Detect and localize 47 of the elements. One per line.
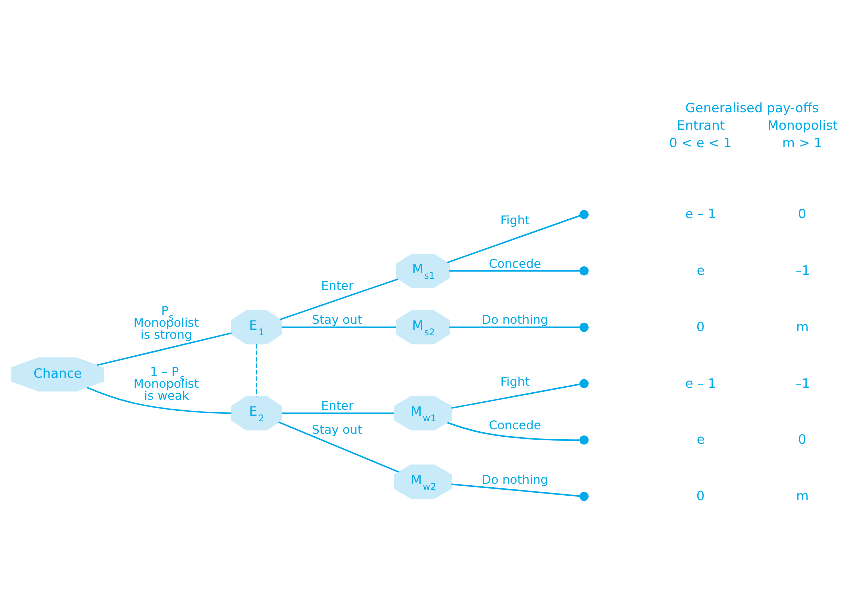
edge-label: Stay out — [312, 422, 362, 437]
label: Generalised pay-offs — [686, 100, 820, 116]
edge-label: Enter — [321, 398, 354, 413]
edge-label: P$_{s}$ Monopolist is strong — [134, 303, 200, 342]
edge-label: Fight — [500, 212, 530, 227]
node-circle — [580, 210, 589, 219]
edge-label: Enter — [321, 278, 354, 292]
node-circle — [580, 322, 589, 332]
label: 0 — [798, 432, 806, 448]
label: e – 1 — [686, 207, 716, 222]
node-circle — [580, 266, 589, 276]
edge-label: Do nothing — [482, 312, 548, 327]
label: 0 — [696, 320, 705, 335]
connector — [280, 278, 399, 320]
connector — [86, 386, 232, 414]
label: m > 1 — [782, 136, 822, 151]
label: m — [796, 320, 810, 335]
connector — [278, 421, 400, 472]
connector — [450, 270, 580, 272]
label: –1 — [795, 376, 810, 392]
node-circle — [580, 378, 589, 388]
label: e — [697, 432, 706, 448]
label: –1 — [795, 264, 810, 279]
label: e — [697, 264, 706, 279]
connector — [452, 383, 580, 409]
connector — [282, 412, 394, 414]
label: 0 < e < 1 — [669, 136, 732, 151]
connector — [447, 214, 581, 264]
connector — [282, 326, 396, 328]
edge-label: Concede — [489, 256, 542, 270]
edge-label: Fight — [500, 374, 530, 389]
edge-label: Concede — [489, 418, 542, 432]
node-circle — [580, 435, 589, 444]
label: Entrant — [677, 118, 726, 134]
node-circle — [580, 492, 589, 501]
edge-label: Stay out — [312, 312, 362, 327]
connector — [452, 483, 580, 497]
label: m — [796, 489, 810, 504]
connector — [450, 326, 580, 328]
connector — [447, 422, 580, 441]
connector — [256, 344, 258, 396]
label: e – 1 — [686, 376, 716, 392]
edge-label: Do nothing — [482, 472, 548, 487]
label: 0 — [696, 489, 705, 504]
label: 0 — [798, 207, 806, 222]
connector — [97, 332, 232, 366]
label: Monopolist — [768, 118, 838, 134]
